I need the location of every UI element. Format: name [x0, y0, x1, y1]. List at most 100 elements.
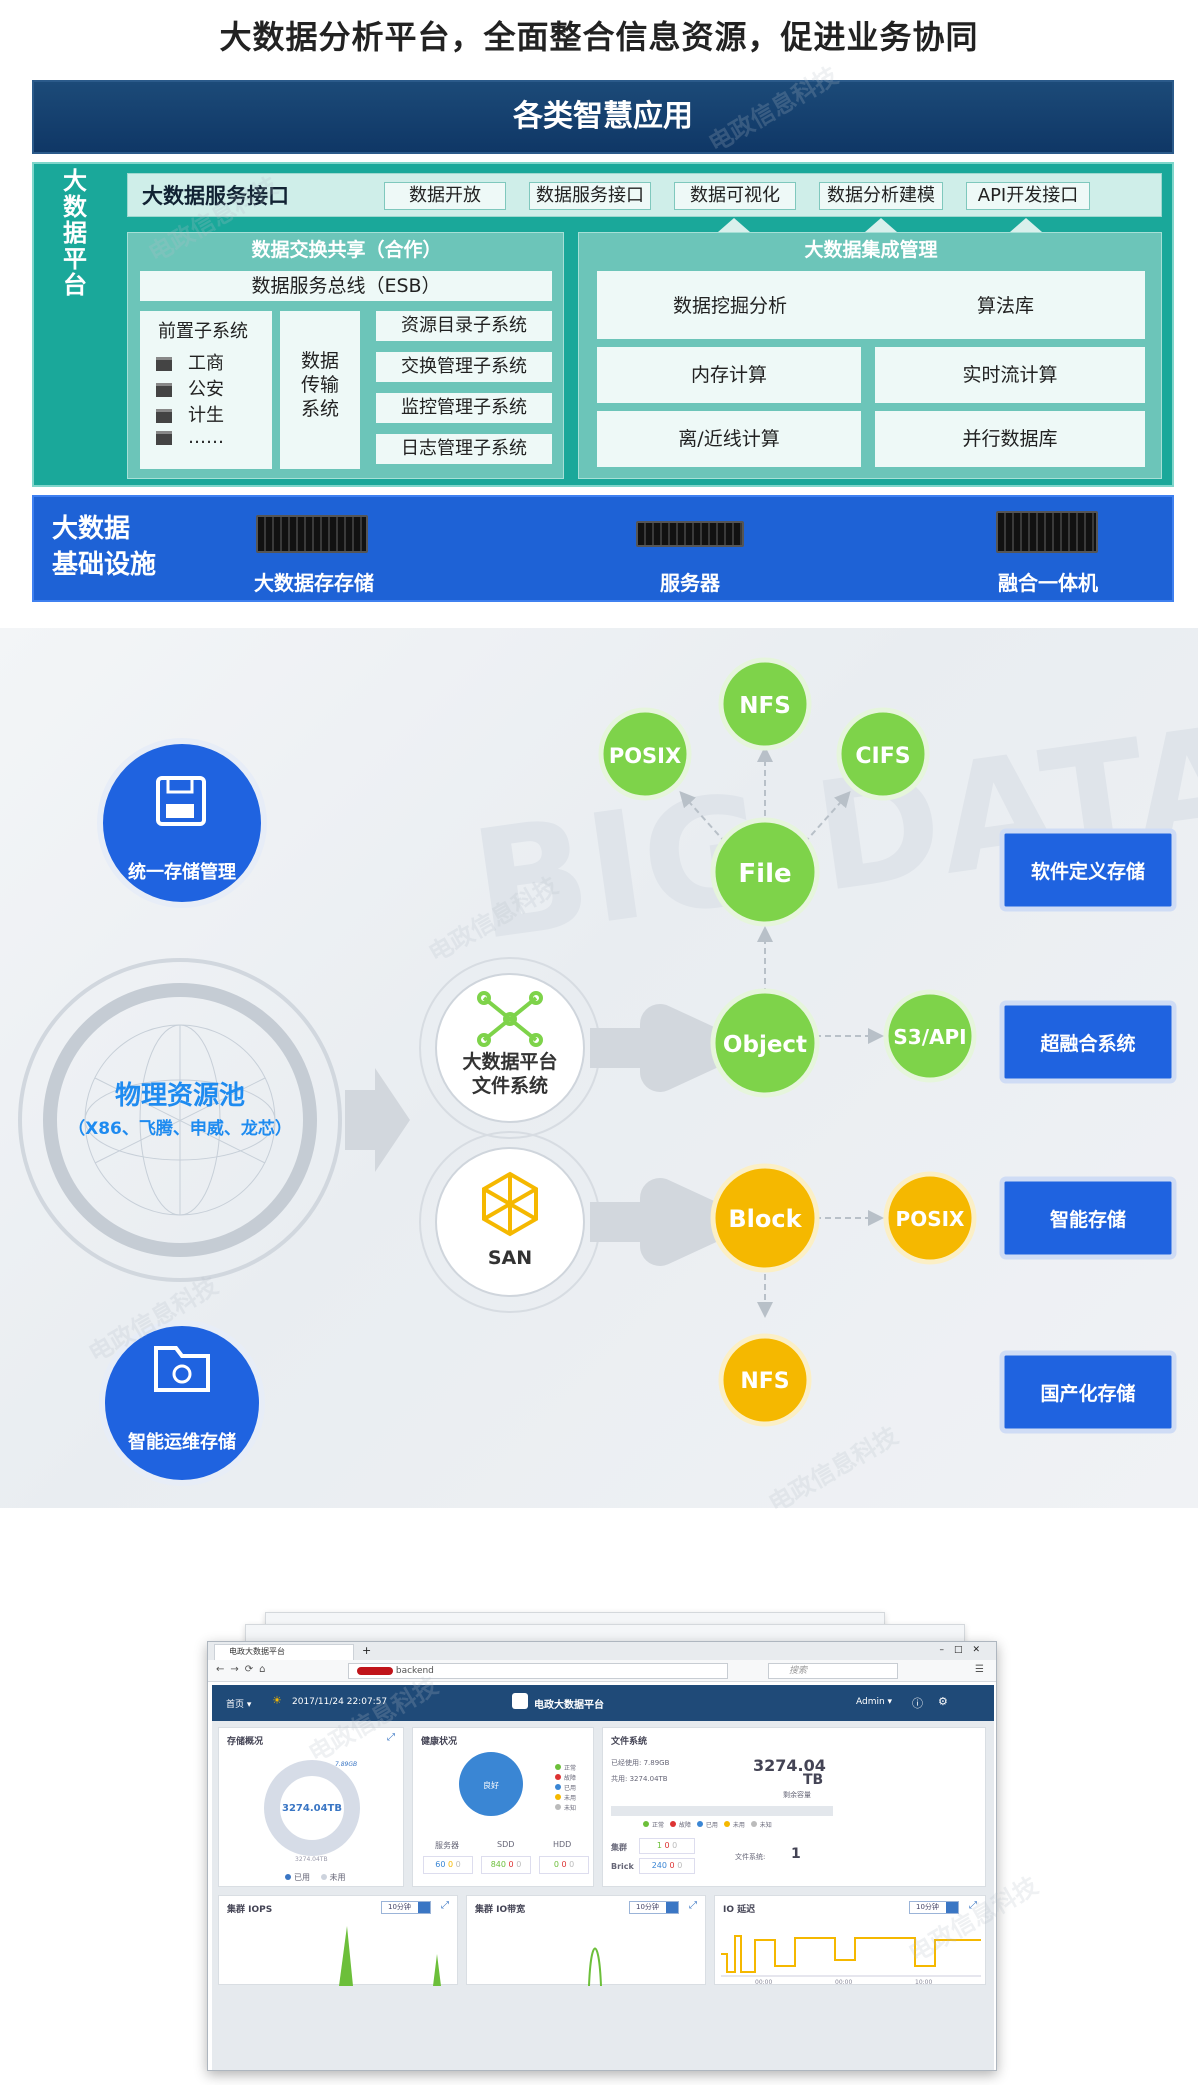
browser-nav-bar: ←→⟳⌂ backend 搜索 ☰: [208, 1660, 996, 1682]
fs-network-icon: [477, 991, 543, 1047]
brick-label: Brick: [611, 1862, 634, 1871]
bandwidth-interval-select[interactable]: 10分钟: [629, 1901, 679, 1914]
app-logo-icon: [512, 1693, 528, 1709]
latency-tick-1: 00:00: [755, 1979, 772, 1986]
data-mining-label: 数据挖掘分析: [673, 295, 788, 317]
donut-bottom-label: 3274.04TB: [295, 1856, 328, 1863]
app-header: 首页 ▾ ☀ 2017/11/24 22:07:57 电政大数据平台 Admin…: [212, 1685, 994, 1721]
pool-subtitle: （X86、飞腾、申威、龙芯）: [68, 1118, 292, 1139]
infra-appliance-label: 融合一体机: [998, 571, 1098, 595]
hdd-counts: 0 0 0: [539, 1856, 589, 1874]
fs-total: 共用: 3274.04TB: [611, 1775, 668, 1783]
storage-donut: 7.89GB 3274.04TB 3274.04TB: [264, 1760, 360, 1863]
expand-icon[interactable]: ⤢: [689, 1900, 697, 1911]
storage-diagram-svg: BIG DATA 统一存储管理 智能运维存储 物理资源池 （X86、飞腾、申威: [18, 657, 1198, 1486]
health-pie-label: 良好: [483, 1780, 499, 1790]
expand-icon[interactable]: ⤢: [969, 1900, 977, 1911]
home-menu[interactable]: 首页 ▾: [226, 1700, 252, 1710]
server-icon: [156, 431, 172, 445]
nfs-yellow-node: [718, 1333, 812, 1427]
storage-overview-title: 存储概况: [227, 1737, 264, 1747]
health-title: 健康状况: [421, 1737, 458, 1747]
storage-legend: 已用 未用: [285, 1872, 346, 1883]
menu-icon[interactable]: ☰: [975, 1664, 990, 1675]
mining-algo-box: 数据挖掘分析 算法库: [597, 271, 1145, 339]
pool-outer-ring: [18, 958, 342, 1282]
domestic-storage-button: [999, 1350, 1177, 1434]
data-exchange-panel: 数据交换共享（合作） 数据服务总线（ESB） 前置子系统 工商 公安 计生 ………: [127, 232, 564, 479]
iops-chart: [339, 1926, 441, 1986]
posix-yellow-node: [883, 1171, 977, 1265]
front-item-family-planning: 计生: [156, 401, 224, 427]
floppy-disk-icon: [156, 776, 206, 826]
cifs-node: [836, 707, 930, 801]
subsystem-resource-catalog: 资源目录子系统: [376, 311, 552, 341]
settings-icon[interactable]: ⚙: [938, 1695, 948, 1708]
address-bar[interactable]: backend: [348, 1663, 728, 1679]
infra-storage-label: 大数据存存储: [254, 571, 374, 595]
expand-icon[interactable]: ⤢: [387, 1732, 395, 1743]
file-node-label: File: [738, 859, 791, 889]
dashboard-body: 存储概况 ⤢ 7.89GB 3274.04TB 3274.04TB 已用 未用 …: [212, 1721, 994, 2070]
nfs-green-label: NFS: [739, 693, 791, 719]
latency-interval-select[interactable]: 10分钟: [909, 1901, 959, 1914]
right-button-group: 软件定义存储 超融合系统 智能存储 国产化存储: [999, 828, 1177, 1434]
up-arrow-icon: [718, 218, 750, 232]
server-icon: [156, 409, 172, 423]
object-node-label: Object: [723, 1032, 807, 1058]
svc-item-api-dev: API开发接口: [966, 182, 1090, 210]
pool-title: 物理资源池: [115, 1081, 245, 1111]
storage-rack-icon: [256, 515, 368, 553]
front-item-police: 公安: [156, 375, 224, 401]
fs-legend: 正常 故障 已用 未用 未知: [643, 1820, 772, 1829]
pool-ring: [43, 983, 317, 1257]
posix-green-node: [598, 707, 692, 801]
svc-item-visualization: 数据可视化: [674, 182, 796, 210]
big-arrow-icon: [345, 1068, 410, 1172]
block-node: [710, 1163, 820, 1273]
iops-title: 集群 IOPS: [227, 1905, 273, 1915]
storage-overview-card: 存储概况 ⤢ 7.89GB 3274.04TB 3274.04TB 已用 未用: [218, 1727, 404, 1887]
iops-interval-select[interactable]: 10分钟: [381, 1901, 431, 1914]
health-legend: 正常 故障 已用 未用 未知: [555, 1764, 576, 1814]
data-exchange-title: 数据交换共享（合作）: [251, 239, 442, 261]
donut-center: 3274.04TB: [282, 1803, 342, 1814]
nfs-yellow-label: NFS: [740, 1369, 789, 1394]
platform-vertical-label: 大 数 据 平 台: [63, 167, 87, 299]
new-tab-icon[interactable]: +: [362, 1644, 372, 1657]
nav-buttons-icon[interactable]: ←→⟳⌂: [216, 1664, 272, 1675]
health-pie: 良好: [459, 1752, 523, 1816]
up-arrow-icon: [865, 218, 897, 232]
posix-green-label: POSIX: [609, 744, 681, 768]
browser-search[interactable]: 搜索: [768, 1663, 898, 1679]
subsystem-exchange-mgmt: 交换管理子系统: [376, 352, 552, 382]
info-icon[interactable]: ⓘ: [912, 1697, 923, 1710]
object-node: [710, 988, 820, 1098]
cifs-label: CIFS: [855, 744, 910, 769]
cluster-counts: 1 0 0: [639, 1838, 695, 1854]
browser-tab[interactable]: 电政大数据平台: [214, 1644, 354, 1660]
bandwidth-chart: [588, 1947, 602, 1986]
domestic-storage-label: 国产化存储: [1040, 1382, 1135, 1405]
window-controls-icon[interactable]: –□✕: [939, 1645, 990, 1655]
hci-button: [999, 1000, 1177, 1084]
network-sphere-icon: [84, 1024, 276, 1216]
folder-cloud-icon: [154, 1346, 210, 1392]
server-icon: [156, 383, 172, 397]
fs-remaining: 剩余容量: [783, 1791, 811, 1799]
user-menu[interactable]: Admin ▾: [856, 1697, 893, 1707]
subsystem-log-mgmt: 日志管理子系统: [376, 434, 552, 464]
smart-apps-bar: 各类智慧应用: [32, 80, 1174, 154]
browser-window: 电政大数据平台 + –□✕ ←→⟳⌂ backend 搜索 ☰ 首页 ▾ ☀ 2…: [207, 1641, 997, 2071]
arrow-to-object: [590, 1004, 732, 1092]
cluster-label: 集群: [611, 1843, 627, 1852]
integration-title: 大数据集成管理: [804, 239, 938, 261]
bandwidth-title: 集群 IO带宽: [475, 1905, 526, 1915]
browser-tab-bar: 电政大数据平台 + –□✕: [208, 1642, 996, 1660]
posix-yellow-label: POSIX: [896, 1207, 966, 1231]
smart-storage-button: [999, 1176, 1177, 1260]
expand-icon[interactable]: ⤢: [441, 1900, 449, 1911]
sdd-counts: 840 0 0: [481, 1856, 531, 1874]
bandwidth-card: 集群 IO带宽 10分钟 ⤢: [466, 1895, 706, 1986]
subsystem-monitor-mgmt: 监控管理子系统: [376, 393, 552, 423]
